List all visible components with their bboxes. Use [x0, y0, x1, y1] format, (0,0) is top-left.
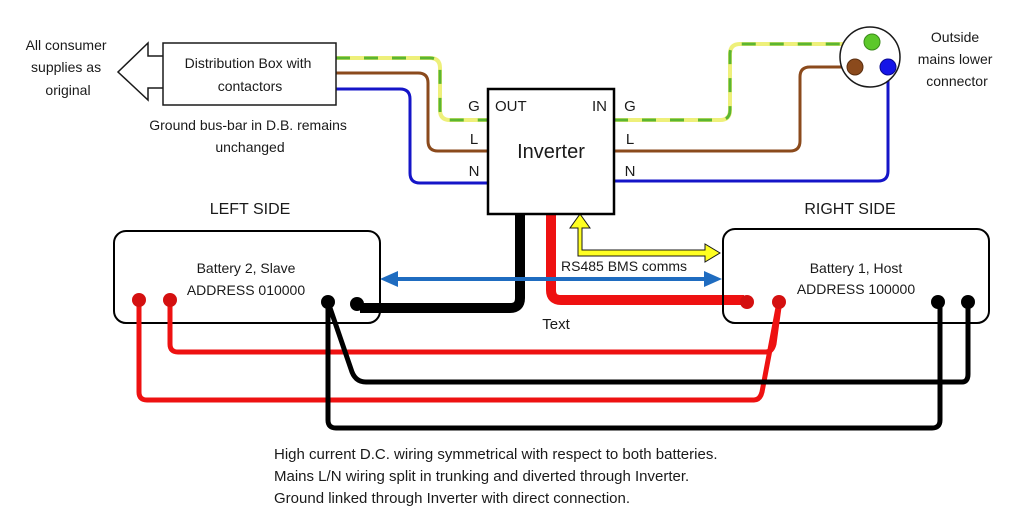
rs485-blue-arrowhead-left-icon [380, 271, 398, 287]
rs485-blue-arrowhead-right-icon [704, 271, 722, 287]
battery-1-address: ADDRESS 100000 [797, 281, 916, 297]
mains-connector-label: Outside mains lower connector [918, 29, 997, 89]
wiring-notes: High current D.C. wiring symmetrical wit… [274, 446, 722, 507]
dc-positive-wire-inverter [546, 214, 744, 305]
ground-busbar-note: Ground bus-bar in D.B. remains unchanged [149, 117, 351, 155]
outgoing-supply-arrow-icon [116, 41, 163, 102]
battery-2-negative-terminal [321, 295, 335, 309]
rs485-yellow-arrow-icon [569, 213, 721, 263]
battery-2-address: ADDRESS 010000 [187, 282, 306, 298]
battery-1-positive-terminal-inner [740, 295, 754, 309]
dc-interconnect-wiring [136, 299, 971, 431]
mains-out-wiring [336, 56, 488, 185]
dc-negative-terminal-left-inner [350, 297, 364, 311]
terminal-g-in: G [624, 98, 636, 115]
note-line: High current D.C. wiring symmetrical wit… [274, 446, 718, 463]
terminal-l-out: L [470, 131, 478, 148]
battery-2-name: Battery 2, Slave [197, 260, 296, 276]
earth-wire-in [614, 42, 870, 122]
terminal-l-in: L [626, 131, 634, 148]
distribution-box-label: Distribution Box with contactors [185, 55, 316, 94]
earth-pin-icon [863, 33, 881, 51]
note-line: Mains L/N wiring split in trunking and d… [274, 468, 689, 485]
battery-1-positive-terminal-outer [772, 295, 786, 309]
terminal-n-out: N [469, 163, 480, 180]
neutral-wire-out [336, 87, 488, 185]
consumer-note: All consumer supplies as original [26, 37, 111, 98]
earth-wire-out [336, 56, 488, 122]
dc-positive-b2-outer-to-b1 [136, 300, 782, 403]
placeholder-text-label: Text [542, 316, 570, 333]
dc-negative-wire-inverter [360, 214, 525, 313]
neutral-wire-in [614, 67, 890, 183]
neutral-pin-icon [879, 58, 897, 76]
inverter-in-label: IN [592, 98, 607, 115]
live-pin-icon [846, 58, 864, 76]
inverter-out-label: OUT [495, 98, 527, 115]
battery-1-negative-terminal-outer [961, 295, 975, 309]
right-side-heading: RIGHT SIDE [804, 201, 895, 218]
battery-1-negative-terminal-inner [931, 295, 945, 309]
dc-negative-b2-to-b1-inner [325, 302, 943, 431]
distribution-box [162, 42, 337, 106]
live-wire-out [336, 71, 488, 153]
battery-2-positive-terminal-outer [132, 293, 146, 307]
terminal-g-out: G [468, 98, 480, 115]
rs485-blue-link [380, 271, 722, 287]
left-side-heading: LEFT SIDE [210, 201, 291, 218]
mains-connector [839, 26, 901, 88]
battery-2-box [113, 230, 381, 324]
inverter-box [486, 87, 616, 216]
inverter-title: Inverter [517, 141, 585, 163]
battery-1-box [722, 228, 990, 324]
live-wire-in [614, 65, 854, 153]
note-line: Ground linked through Inverter with dire… [274, 490, 630, 507]
earth-wire-in-stripe [614, 42, 870, 122]
battery-1-name: Battery 1, Host [810, 260, 903, 276]
rs485-label: RS485 BMS comms [561, 258, 687, 274]
battery-2-positive-terminal-inner [163, 293, 177, 307]
rs485-yellow-link [569, 213, 721, 263]
dc-negative-b2-to-b1-outer [325, 301, 971, 385]
mains-in-wiring [614, 42, 890, 183]
terminal-n-in: N [625, 163, 636, 180]
